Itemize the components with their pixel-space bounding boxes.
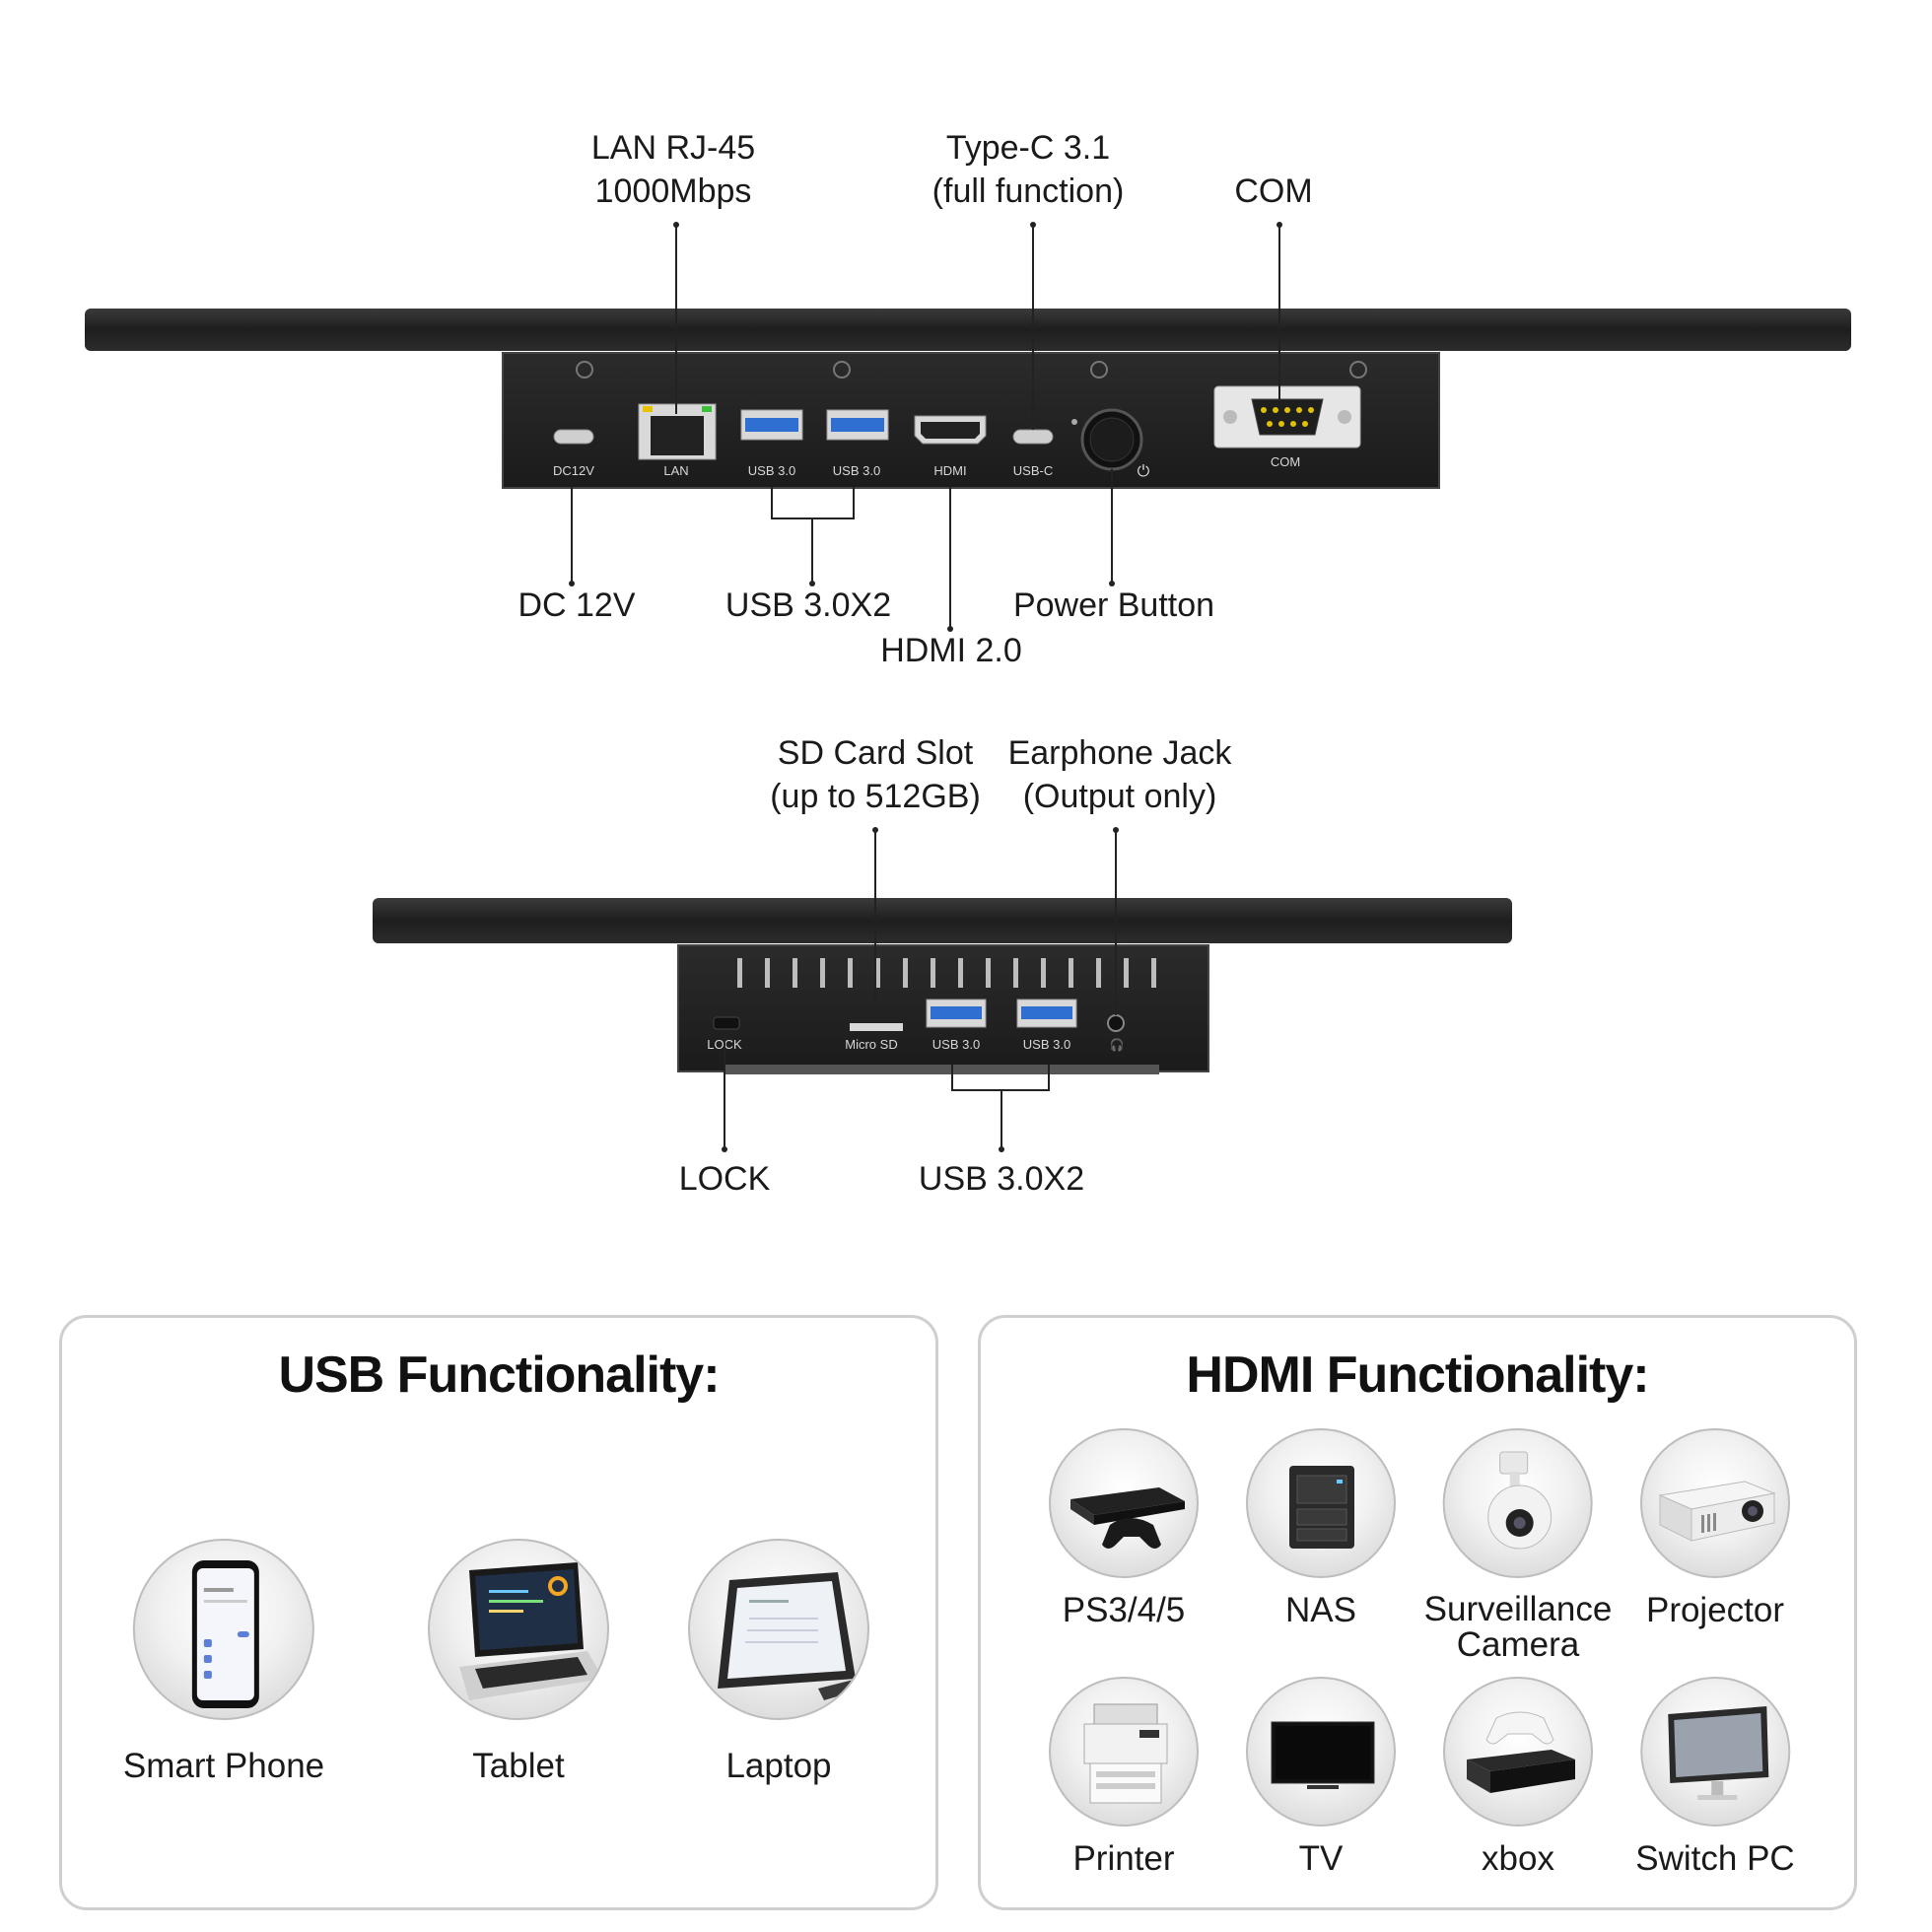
usb-functionality-panel: USB Functionality: Smart Phone Tab: [59, 1315, 938, 1910]
port-label-sd: Micro SD: [845, 1037, 897, 1052]
monitor-edge-side: [373, 898, 1512, 943]
lock-slot-icon: [713, 1016, 740, 1030]
dc-port-icon: [553, 429, 594, 445]
port-label-usb1: USB 3.0: [748, 463, 795, 478]
callout-com: COM: [1234, 172, 1313, 210]
port-label-usb2: USB 3.0: [833, 463, 880, 478]
hdmi-functionality-panel: HDMI Functionality: PS3/4/5 NAS: [978, 1315, 1857, 1910]
usb-device-name: Smart Phone: [122, 1747, 325, 1785]
hdmi-device-name: Projector: [1645, 1591, 1785, 1629]
usb-panel-title: USB Functionality:: [278, 1346, 720, 1404]
hdmi-device-name: TV: [1298, 1839, 1344, 1878]
port-label-com: COM: [1271, 454, 1300, 469]
hdmi-device-name: PS3/4/5: [1062, 1591, 1186, 1629]
smartphone-icon: [192, 1560, 259, 1708]
earphone-jack-icon: [1107, 1014, 1125, 1032]
callout-sd: SD Card Slot(up to 512GB): [770, 734, 981, 815]
callout-type-c: Type-C 3.1(full function): [932, 129, 1125, 210]
usb-device-smartphone: Smart Phone: [123, 1539, 324, 1785]
hdmi-device-printer: Printer: [1049, 1677, 1199, 1878]
nas-icon: [1289, 1466, 1354, 1549]
sd-slot-icon: [850, 1023, 903, 1031]
laptop-icon: [459, 1562, 603, 1700]
hdmi-device-projector: Projector: [1640, 1428, 1790, 1629]
vent-slots: [737, 958, 1156, 988]
screw-icon: [576, 361, 1367, 379]
callout-earphone: Earphone Jack(Output only): [1007, 734, 1232, 815]
usb-device-tablet: Tablet: [428, 1539, 609, 1785]
hdmi-device-name: Switch PC: [1635, 1839, 1795, 1878]
port-label-dc: DC12V: [553, 463, 594, 478]
hdmi-device-xbox: xbox: [1443, 1677, 1593, 1878]
vent-bottom: [725, 1065, 1159, 1074]
leader-lines-side-view: [724, 830, 1117, 1149]
hdmi-device-switch-pc: Switch PC: [1635, 1677, 1795, 1878]
callout-usb-side: USB 3.0X2: [918, 1160, 1085, 1198]
usbc-port-icon: [1012, 429, 1054, 445]
tablet-icon: [718, 1572, 863, 1700]
hdmi-device-tv: TV: [1246, 1677, 1396, 1878]
monitor-edge-top: [85, 309, 1851, 351]
camera-icon: [1487, 1451, 1552, 1550]
printer-icon: [1083, 1703, 1168, 1804]
hdmi-panel-title: HDMI Functionality:: [1186, 1346, 1649, 1404]
callout-hdmi: HDMI 2.0: [880, 632, 1022, 669]
callout-usb-top: USB 3.0X2: [724, 586, 892, 624]
port-label-lan: LAN: [663, 463, 688, 478]
callout-power: Power Button: [1012, 586, 1215, 624]
monitor-icon: [1668, 1706, 1768, 1800]
port-label-usb2-side: USB 3.0: [1023, 1037, 1070, 1052]
callout-dc: DC 12V: [518, 586, 636, 624]
hdmi-device-name: Printer: [1072, 1839, 1175, 1878]
usb-device-name: Tablet: [472, 1747, 565, 1785]
hdmi-device-ps: PS3/4/5: [1049, 1428, 1199, 1629]
callout-lock: LOCK: [678, 1160, 771, 1198]
port-label-usbc: USB-C: [1013, 463, 1053, 478]
usb-device-name: Laptop: [725, 1747, 832, 1785]
power-symbol-icon: ⏻: [1138, 461, 1150, 480]
headphone-icon: 🎧: [1110, 1038, 1125, 1052]
port-label-hdmi: HDMI: [933, 463, 966, 478]
hdmi-device-nas: NAS: [1246, 1428, 1396, 1629]
hdmi-device-name: xbox: [1482, 1839, 1554, 1878]
xbox-icon: [1467, 1711, 1575, 1793]
tv-icon: [1271, 1721, 1375, 1789]
leader-lines-top-view: [571, 225, 1280, 629]
projector-icon: [1658, 1481, 1776, 1542]
port-label-usb1-side: USB 3.0: [932, 1037, 980, 1052]
usb-device-laptop: Laptop: [688, 1539, 869, 1785]
game-console-icon: [1070, 1487, 1185, 1549]
hdmi-device-name: NAS: [1285, 1591, 1356, 1629]
